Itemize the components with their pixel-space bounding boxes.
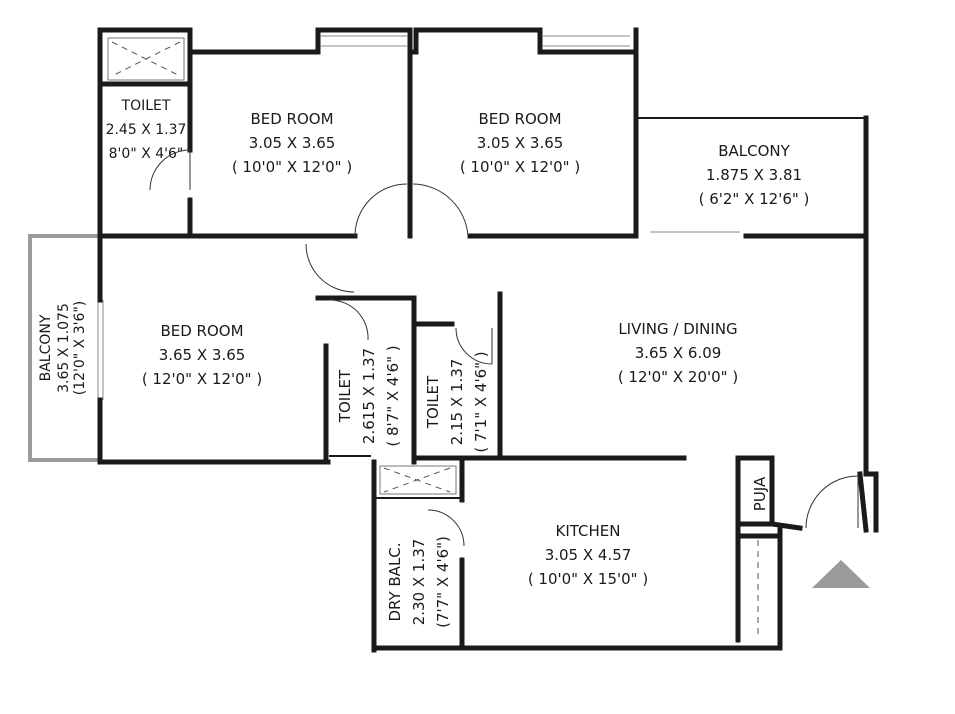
dry-balcony-metric: 2.30 X 1.37 [410, 539, 428, 626]
walls [97, 27, 879, 653]
bedroom3-name: BED ROOM [160, 322, 243, 340]
living-imperial: ( 12'0" X 20'0" ) [618, 368, 738, 386]
kitchen-imperial: ( 10'0" X 15'0" ) [528, 570, 648, 588]
label-living: LIVING / DINING 3.65 X 6.09 ( 12'0" X 20… [618, 320, 738, 386]
toilet3-imperial: ( 7'1" X 4'6" ) [472, 351, 490, 452]
bedroom2-name: BED ROOM [478, 110, 561, 128]
toilet2-metric: 2.615 X 1.37 [360, 348, 378, 444]
puja-name: PUJA [751, 476, 769, 511]
balcony-right-imperial: ( 6'2" X 12'6" ) [699, 190, 810, 208]
label-dry-balcony: DRY BALC. 2.30 X 1.37 (7'7" X 4'6") [386, 536, 452, 628]
bedroom3-metric: 3.65 X 3.65 [159, 346, 246, 364]
living-metric: 3.65 X 6.09 [635, 344, 722, 362]
bedroom2-imperial: ( 10'0" X 12'0" ) [460, 158, 580, 176]
label-balcony-right: BALCONY 1.875 X 3.81 ( 6'2" X 12'6" ) [699, 142, 810, 208]
toilet2-name: TOILET [336, 369, 354, 423]
bedroom1-metric: 3.05 X 3.65 [249, 134, 336, 152]
label-balcony-left: BALCONY 3.65 X 1.075 (12'0" X 3'6") [38, 301, 88, 396]
balcony-left-metric: 3.65 X 1.075 [56, 303, 72, 393]
label-bedroom2: BED ROOM 3.05 X 3.65 ( 10'0" X 12'0" ) [460, 110, 580, 176]
toilet2-imperial: ( 8'7" X 4'6" ) [384, 345, 402, 446]
toilet1-metric: 2.45 X 1.37 [106, 122, 187, 138]
living-name: LIVING / DINING [618, 320, 737, 338]
bedroom2-metric: 3.05 X 3.65 [477, 134, 564, 152]
toilet1-imperial: 8'0" X 4'6" [109, 146, 184, 162]
doors [149, 149, 859, 547]
label-bedroom3: BED ROOM 3.65 X 3.65 ( 12'0" X 12'0" ) [142, 322, 262, 388]
toilet3-name: TOILET [424, 375, 442, 429]
balcony-right-metric: 1.875 X 3.81 [706, 166, 802, 184]
left-balcony-outline [28, 234, 104, 462]
bedroom3-imperial: ( 12'0" X 12'0" ) [142, 370, 262, 388]
entrance-triangle-icon [812, 560, 870, 588]
dry-balcony-name: DRY BALC. [386, 542, 404, 621]
balcony-left-imperial: (12'0" X 3'6") [72, 301, 88, 396]
toilet1-name: TOILET [121, 98, 171, 114]
label-puja: PUJA [751, 476, 769, 511]
label-kitchen: KITCHEN 3.05 X 4.57 ( 10'0" X 15'0" ) [528, 522, 648, 588]
label-toilet2: TOILET 2.615 X 1.37 ( 8'7" X 4'6" ) [336, 345, 402, 446]
balcony-right-name: BALCONY [718, 142, 790, 160]
toilet3-metric: 2.15 X 1.37 [448, 359, 466, 446]
bedroom1-imperial: ( 10'0" X 12'0" ) [232, 158, 352, 176]
kitchen-name: KITCHEN [556, 522, 621, 540]
kitchen-metric: 3.05 X 4.57 [545, 546, 632, 564]
label-toilet3: TOILET 2.15 X 1.37 ( 7'1" X 4'6" ) [424, 351, 490, 452]
balcony-left-name: BALCONY [38, 314, 54, 381]
duct-markers [107, 37, 759, 636]
dry-balcony-imperial: (7'7" X 4'6") [434, 536, 452, 628]
label-bedroom1: BED ROOM 3.05 X 3.65 ( 10'0" X 12'0" ) [232, 110, 352, 176]
bedroom1-name: BED ROOM [250, 110, 333, 128]
label-toilet1: TOILET 2.45 X 1.37 8'0" X 4'6" [106, 98, 187, 162]
